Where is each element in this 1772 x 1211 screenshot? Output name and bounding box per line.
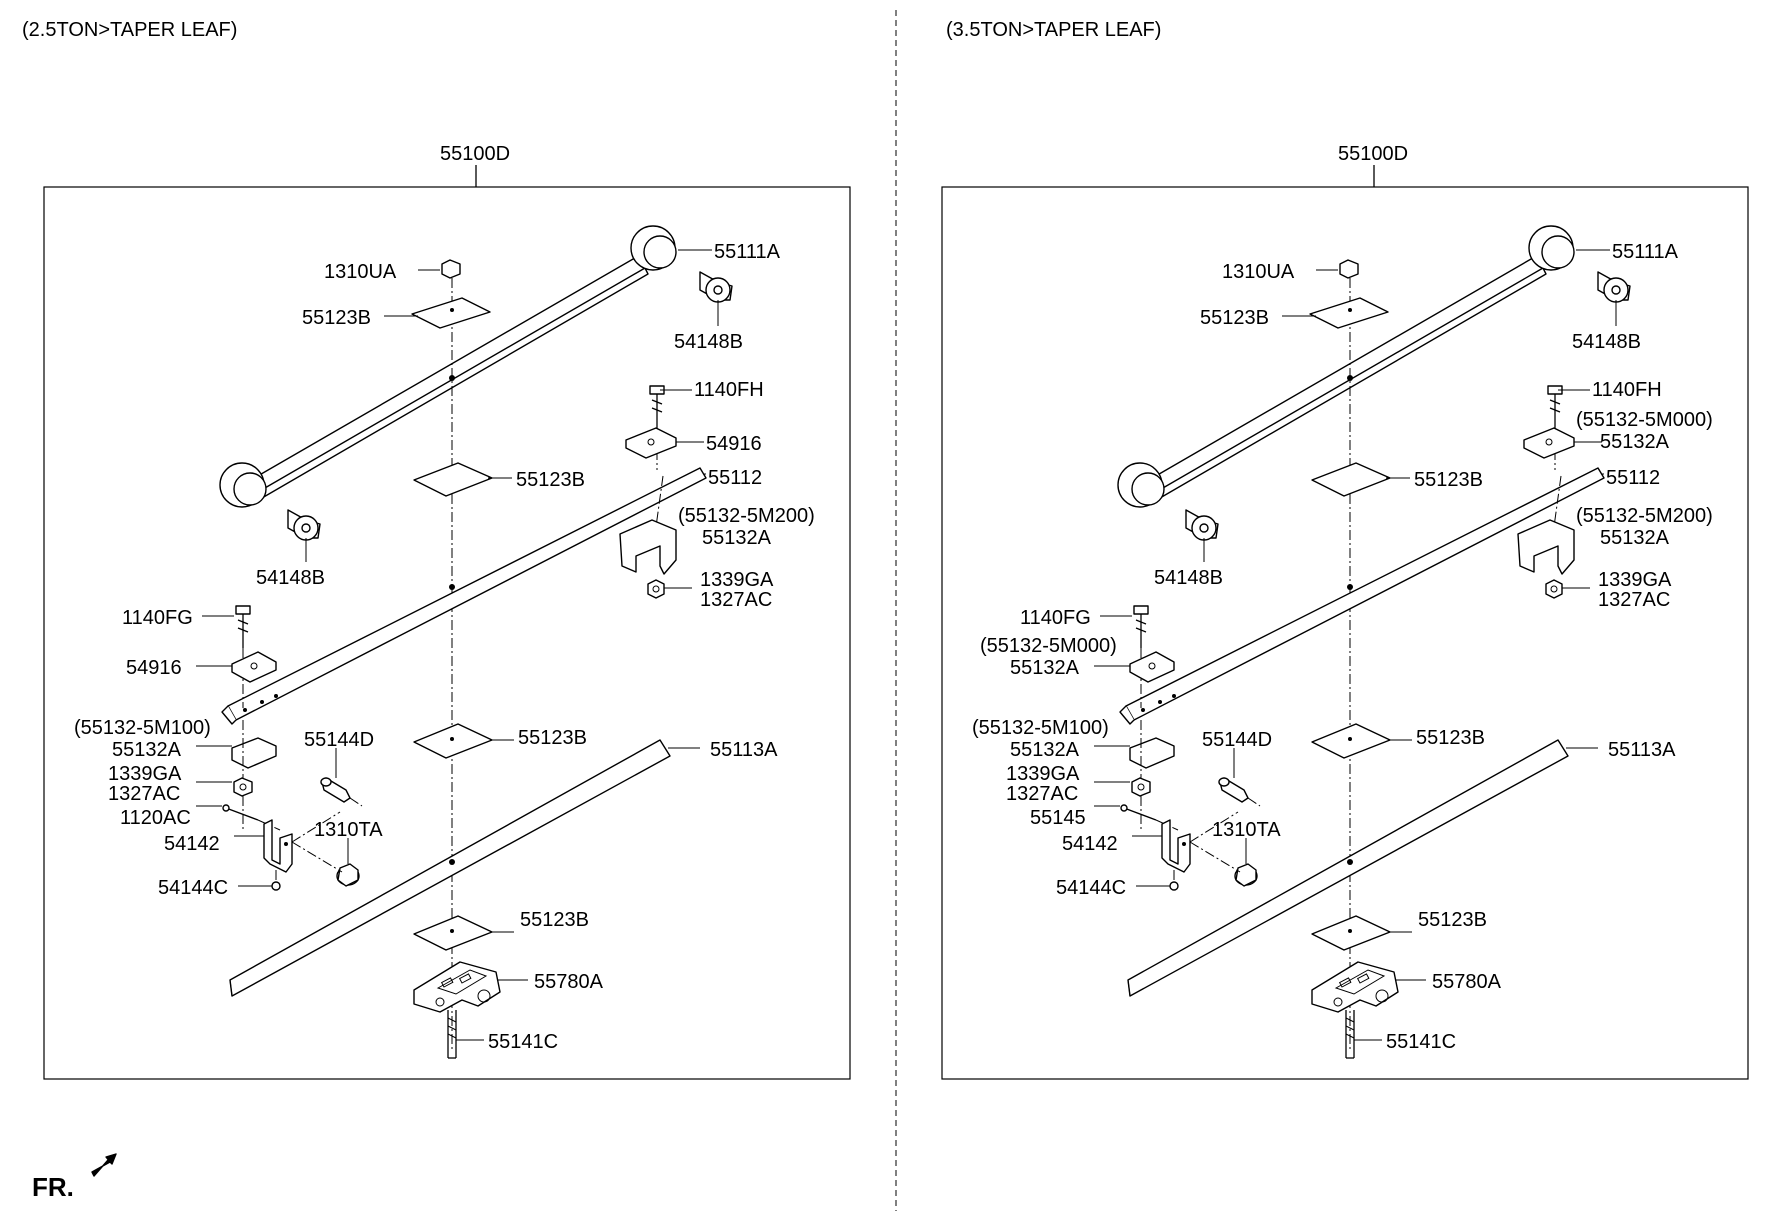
label-bolt-left: 1140FG (1020, 607, 1091, 629)
label-nut-right-a: 1339GA (1598, 569, 1672, 591)
label-bush-left: 54148B (1154, 567, 1223, 589)
label-bush-right: 54148B (1572, 331, 1641, 353)
label-code-clip-right: (55132-5M000) (1576, 409, 1713, 431)
label-code-clamp-left: (55132-5M100) (74, 717, 211, 739)
label-bush-left: 54148B (256, 567, 325, 589)
label-bracket: 54142 (164, 833, 220, 855)
front-direction-indicator: FR. (32, 1153, 117, 1202)
label-collar: 1310TA (1212, 819, 1281, 841)
label-pin-left: 55145 (1030, 807, 1086, 829)
label-clip-right: 54916 (706, 433, 762, 455)
label-eye-bush: 55111A (1612, 241, 1679, 263)
label-clamp-right: 55132A (1600, 527, 1670, 549)
label-nut-left-b: 1327AC (108, 783, 180, 805)
panel-2-5ton: (2.5TON>TAPER LEAF) 55100D 1310UA 55111A… (22, 19, 851, 1080)
label-nut-right-a: 1339GA (700, 569, 774, 591)
label-pad-top: 55123B (302, 307, 371, 329)
label-nut-left-b: 1327AC (1006, 783, 1078, 805)
label-code-clamp-right: (55132-5M200) (1576, 505, 1713, 527)
label-pad-bottom: 55123B (520, 909, 589, 931)
label-bolt-right: 1140FH (694, 379, 764, 401)
label-pad-third: 55123B (1416, 727, 1485, 749)
label-code-clip-left: (55132-5M000) (980, 635, 1117, 657)
label-code-clamp-left: (55132-5M100) (972, 717, 1109, 739)
label-seat: 55780A (1432, 971, 1502, 993)
label-bracket: 54142 (1062, 833, 1118, 855)
label-leaf-second: 55112 (708, 467, 762, 489)
label-bolt-right: 1140FH (1592, 379, 1662, 401)
label-pad-top: 55123B (1200, 307, 1269, 329)
arrow-icon (91, 1153, 117, 1177)
label-pad-bottom: 55123B (1418, 909, 1487, 931)
label-collar: 1310TA (314, 819, 383, 841)
label-clip-right: 55132A (1600, 431, 1670, 453)
label-nut-small: 54144C (158, 877, 228, 899)
label-nut-right-b: 1327AC (700, 589, 772, 611)
label-seat: 55780A (534, 971, 604, 993)
label-nut-left-a: 1339GA (1006, 763, 1080, 785)
label-nut-top: 1310UA (1222, 261, 1295, 283)
label-nut-right-b: 1327AC (1598, 589, 1670, 611)
label-clip-left: 54916 (126, 657, 182, 679)
panel-3-5ton: (3.5TON>TAPER LEAF) 55100D 1310UA 55111A… (941, 19, 1749, 1080)
label-clamp-right: 55132A (702, 527, 772, 549)
panel-title: (3.5TON>TAPER LEAF) (946, 19, 1161, 41)
label-pad-second: 55123B (1414, 469, 1483, 491)
panel-title: (2.5TON>TAPER LEAF) (22, 19, 237, 41)
label-spacer: 55144D (304, 729, 374, 751)
label-nut-small: 54144C (1056, 877, 1126, 899)
label-eye-bush: 55111A (714, 241, 781, 263)
label-leaf-third: 55113A (710, 739, 778, 761)
label-leaf-second: 55112 (1606, 467, 1660, 489)
label-assembly: 55100D (1338, 143, 1408, 165)
label-pad-second: 55123B (516, 469, 585, 491)
label-clamp-left: 55132A (1010, 739, 1080, 761)
label-leaf-third: 55113A (1608, 739, 1676, 761)
label-pad-third: 55123B (518, 727, 587, 749)
label-code-clamp-right: (55132-5M200) (678, 505, 815, 527)
label-center-bolt: 55141C (488, 1031, 558, 1053)
fr-label: FR. (32, 1172, 74, 1202)
label-bush-right: 54148B (674, 331, 743, 353)
label-clip-left: 55132A (1010, 657, 1080, 679)
label-pin-left: 1120AC (120, 807, 191, 829)
label-assembly: 55100D (440, 143, 510, 165)
label-spacer: 55144D (1202, 729, 1272, 751)
label-bolt-left: 1140FG (122, 607, 193, 629)
label-nut-left-a: 1339GA (108, 763, 182, 785)
label-clamp-left: 55132A (112, 739, 182, 761)
label-nut-top: 1310UA (324, 261, 397, 283)
label-center-bolt: 55141C (1386, 1031, 1456, 1053)
